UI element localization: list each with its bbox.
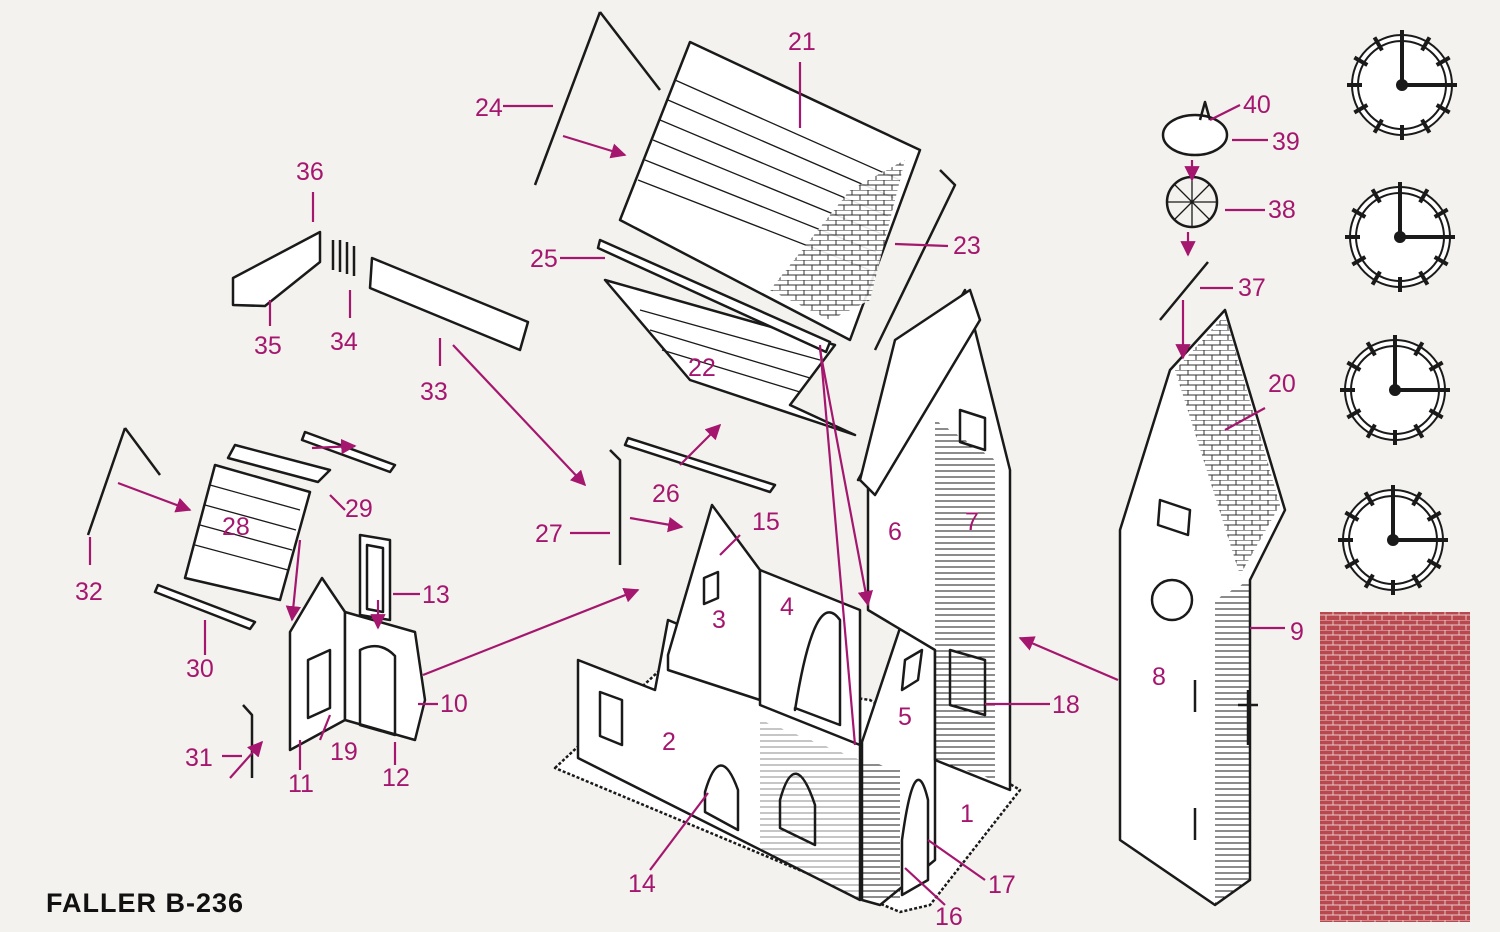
label-part-36: 36	[296, 158, 324, 186]
brick-paper-sheet	[1320, 612, 1470, 922]
clock-face-2	[1345, 182, 1455, 292]
gable-wall-part-3	[666, 503, 762, 702]
label-part-20: 20	[1268, 370, 1296, 398]
clock-faces	[1338, 30, 1457, 595]
label-part-22: 22	[688, 354, 716, 382]
label-part-8: 8	[1152, 663, 1166, 691]
label-part-32: 32	[75, 578, 103, 606]
label-part-7: 7	[965, 508, 979, 536]
label-part-27: 27	[535, 520, 563, 548]
label-part-39: 39	[1272, 128, 1300, 156]
post-part-34	[331, 240, 356, 276]
label-part-26: 26	[652, 480, 680, 508]
label-part-38: 38	[1268, 196, 1296, 224]
tower-base-part-6-7	[856, 288, 1012, 792]
roof-edge-part-32	[86, 427, 162, 536]
label-part-5: 5	[898, 703, 912, 731]
label-part-3: 3	[712, 606, 726, 634]
label-part-11: 11	[288, 770, 314, 798]
downpipe-part-31	[242, 704, 254, 778]
chapel-walls-part-10-11-12	[288, 576, 427, 752]
label-part-25: 25	[530, 245, 558, 273]
label-part-30: 30	[186, 655, 214, 683]
clock-face-4	[1338, 485, 1448, 595]
label-part-33: 33	[420, 378, 448, 406]
label-part-9: 9	[1290, 618, 1304, 646]
label-part-10: 10	[440, 690, 468, 718]
leader-lines	[88, 62, 1285, 906]
label-part-29: 29	[345, 495, 373, 523]
label-part-34: 34	[330, 328, 358, 356]
downpipe-part-27	[609, 449, 622, 565]
transept-wall-part-5	[860, 596, 937, 907]
label-part-2: 2	[662, 728, 676, 756]
label-part-12: 12	[382, 764, 410, 792]
eave-part-29	[226, 430, 397, 484]
label-part-1: 1	[960, 800, 974, 828]
gutter-part-25	[596, 238, 832, 354]
roof-edge-part-23	[873, 169, 957, 351]
label-part-35: 35	[254, 332, 282, 360]
inner-wall-part-4	[758, 568, 862, 747]
clock-face-1	[1347, 30, 1457, 140]
label-part-17: 17	[988, 871, 1016, 899]
label-part-21: 21	[788, 28, 816, 56]
gutter-part-30	[153, 583, 257, 631]
label-part-4: 4	[780, 593, 794, 621]
corner-wall-part-35-36	[231, 230, 322, 308]
label-part-23: 23	[953, 232, 981, 260]
label-part-14: 14	[628, 870, 656, 898]
part-labels: 1 2 3 4 5 6 7 8 9 10 11 12 13 14 15 16 1…	[75, 28, 1304, 931]
clock-face-3	[1340, 335, 1450, 445]
tower-top-part-37	[1159, 261, 1209, 321]
label-part-18: 18	[1052, 691, 1080, 719]
label-part-13: 13	[422, 581, 450, 609]
label-part-31: 31	[185, 744, 213, 772]
label-part-24: 24	[475, 94, 503, 122]
weathervane-part-39-40	[1161, 100, 1229, 157]
tower-ring-part-38	[1165, 175, 1219, 229]
chapel-roof-part-28	[183, 463, 312, 602]
door-frame-part-13	[358, 533, 392, 622]
label-part-40: 40	[1243, 91, 1271, 119]
roof-edge-part-24	[533, 11, 661, 186]
tower-part-8-9-20	[1118, 308, 1287, 907]
label-part-15: 15	[752, 508, 780, 536]
roof-panel-part-21	[618, 40, 922, 342]
label-part-6: 6	[888, 518, 902, 546]
wall-part-33	[368, 256, 530, 352]
model-title: FALLER B-236	[46, 888, 245, 918]
label-part-37: 37	[1238, 274, 1266, 302]
label-part-16: 16	[935, 903, 963, 931]
gutter-part-26	[623, 436, 777, 494]
label-part-19: 19	[330, 738, 358, 766]
label-part-28: 28	[222, 513, 250, 541]
